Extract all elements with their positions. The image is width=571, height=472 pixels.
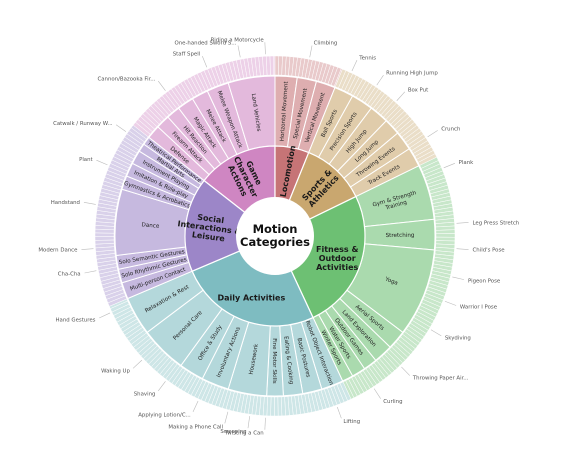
leaf-label-leg-press-stretch: Leg Press Stretch [473,220,520,226]
leaf-label-box-put: Box Put [408,88,428,94]
subcategory-label-horizontal-movement: Horizontal Movement [280,80,290,141]
leader-line [96,159,108,166]
leaf-segment [130,124,149,140]
leader-line [99,312,111,319]
subcategory-label-fine-motor-skills: Fine Motor Skills [271,338,277,384]
leaf-label-catwalk-runway-w: Catwalk / Runway W... [53,121,113,127]
leaf-label-shaving: Shaving [134,391,156,397]
subcategory-label-yoga: Yoga [383,276,398,287]
leaf-label-one-handed-sword-s: One-handed Sword S... [175,41,237,47]
leader-line [336,406,342,419]
leader-line [264,417,266,430]
leader-line [202,56,208,68]
leader-line [443,163,455,169]
subcategory-label-housework: Housework [249,343,260,375]
leaf-label-climbing: Climbing [314,41,338,47]
leader-line [309,45,313,58]
leaf-label-curling: Curling [383,399,402,405]
leaf-segment [269,55,275,76]
leader-line [456,222,469,224]
leaf-segment [277,396,283,417]
leaf-label-applying-lotion-c: Applying Lotion/C... [138,413,191,419]
leaf-label-making-a-phone-call: Making a Phone Call [168,424,223,430]
leaf-segment [274,396,279,417]
leaf-label-running-high-jump: Running High Jump [386,71,438,77]
leaf-label-skydiving: Skydiving [445,335,471,341]
leader-line [452,276,465,280]
leaf-label-child-s-pose: Child's Pose [473,248,506,254]
leaf-label-hand-gestures: Hand Gestures [55,317,95,323]
leaf-segment [435,233,456,238]
leaf-segment [435,229,456,235]
leaf-label-tennis: Tennis [358,55,376,61]
leader-line [430,329,442,337]
leader-line [264,42,266,55]
leaf-label-sweeping: Sweeping [220,429,246,435]
leaf-label-plank: Plank [459,160,474,166]
leaf-label-throwing-paper-air: Throwing Paper Air... [412,376,469,382]
leaf-label-crunch: Crunch [441,127,460,133]
fine-tick-ring [94,55,456,417]
leader-line [224,411,229,424]
subcategory-label-land-vehicles: Land Vehicles [250,93,262,132]
leader-line [247,416,250,429]
leader-line [373,388,381,399]
subcategory-label-dance: Dance [141,222,160,230]
leader-line [84,270,97,274]
leader-line [81,248,94,250]
leader-line [427,130,438,138]
leaf-label-pigeon-pose: Pigeon Pose [468,278,501,284]
leaf-label-handstand: Handstand [51,200,80,206]
center-hole [236,197,314,275]
leaf-label-waking-up: Waking Up [101,368,130,374]
category-label-daily-activities: Daily Activities [217,294,285,303]
leader-line [351,60,358,72]
leaf-label-twisting-a-can: Twisting a Can [224,431,264,437]
leader-line [456,248,469,250]
leader-line [158,381,166,392]
subcategory-label-eating-cooking: Eating & Cooking [282,336,293,385]
leaf-label-staff-spell: Staff Spell [173,51,200,57]
leaf-segment [94,236,115,241]
leaf-label-riding-a-motorcycle: Riding a Motorcycle [211,37,265,43]
leader-line [83,202,96,205]
leaf-label-cannon-bazooka-fir: Cannon/Bazooka Fir... [97,77,155,83]
subcategory-label-stretching: Stretching [386,233,415,239]
leader-line [444,300,457,306]
leader-line [396,91,406,101]
leaf-label-cha-cha: Cha-Cha [58,272,81,278]
leader-line [376,74,384,86]
leader-line [115,124,127,132]
leader-line [158,80,166,91]
leaf-label-modern-dance: Modern Dance [38,248,78,254]
leader-line [192,400,199,412]
leader-line [237,45,241,58]
leaf-label-warrior-i-pose: Warrior I Pose [460,305,498,311]
leader-line [401,366,410,376]
leader-line [132,359,143,369]
leaf-segment [94,232,115,237]
leaf-label-plant: Plant [79,157,93,163]
leaf-label-lifting: Lifting [343,419,360,425]
